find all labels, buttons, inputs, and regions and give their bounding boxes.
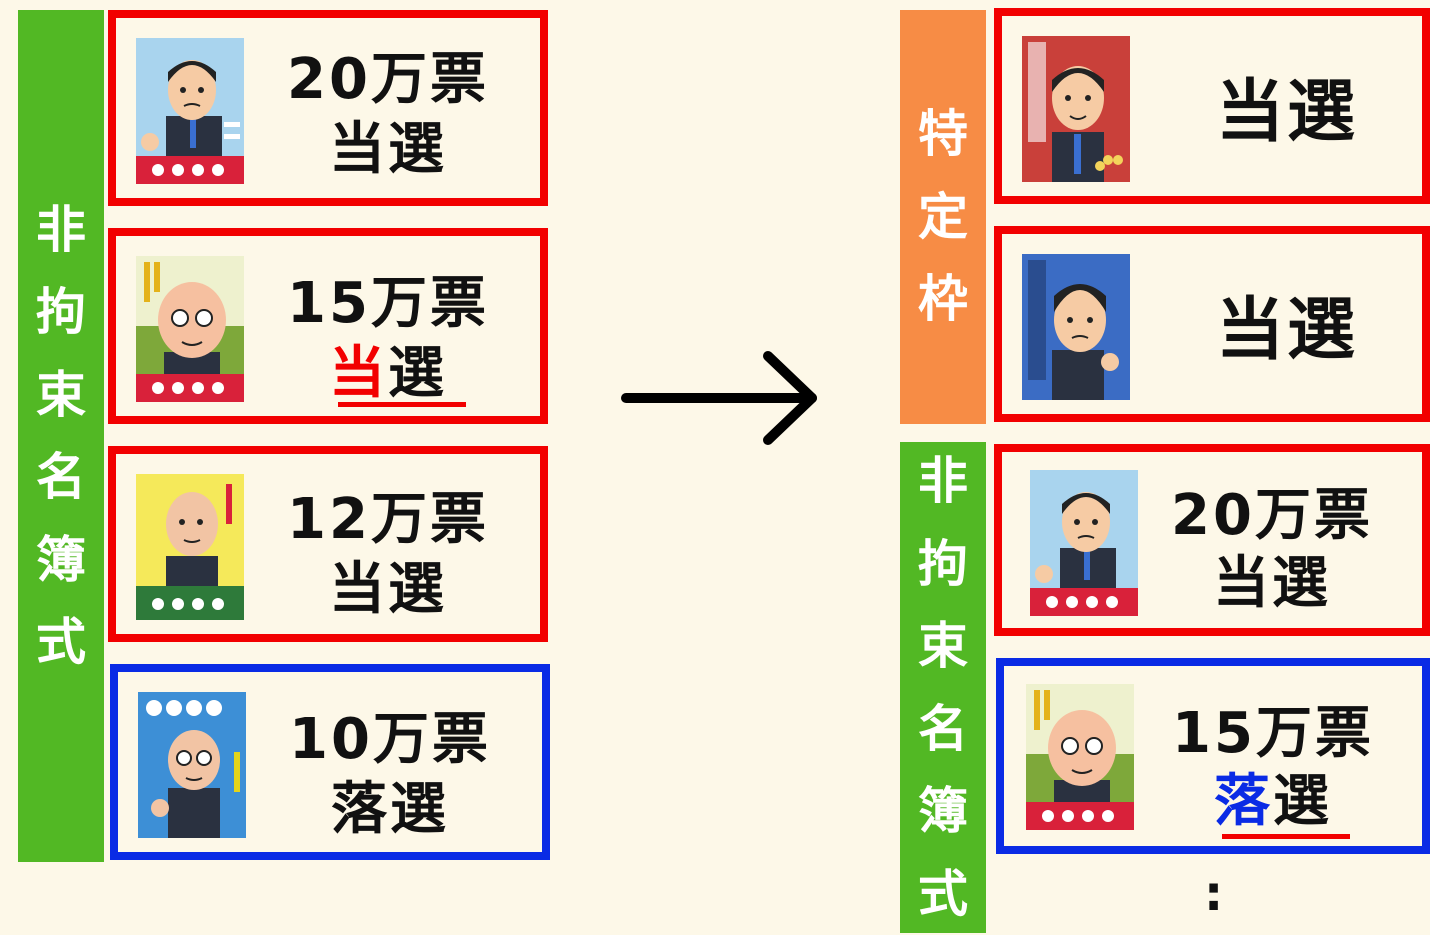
arrow-right-icon (620, 350, 825, 450)
vote-count: 10万票 (258, 706, 522, 773)
right-bottom-label-char: 非 (918, 440, 968, 523)
candidate-portrait-icon (138, 692, 246, 838)
left-card-3: 12万票 当選 (108, 446, 548, 642)
right-card-1: 当選 (994, 8, 1430, 204)
vote-count: 12万票 (256, 486, 520, 553)
vote-count: 15万票 (1144, 700, 1402, 767)
election-result: 落選 (258, 776, 522, 843)
vote-count: 20万票 (1142, 482, 1402, 549)
right-top-label-char: 枠 (918, 258, 968, 341)
right-card-3: 20万票 当選 (994, 444, 1430, 636)
election-result: 当選 (1142, 550, 1402, 617)
election-result: 当選 (256, 340, 520, 407)
left-label-char: 式 (36, 601, 86, 684)
left-card-1: 20万票 当選 (108, 10, 548, 206)
left-label-char: 束 (36, 354, 86, 437)
election-result: 当選 (1172, 72, 1402, 154)
election-result: 当選 (1172, 290, 1402, 372)
election-result: 当選 (256, 116, 520, 183)
vote-count: 15万票 (256, 270, 520, 337)
result-char: 選 (388, 341, 447, 406)
right-bottom-label-char: 拘 (918, 523, 968, 606)
right-bottom-label-char: 名 (918, 688, 968, 771)
election-result: 当選 (256, 556, 520, 623)
right-top-label-char: 特 (918, 93, 968, 176)
result-underline (338, 402, 466, 407)
left-label-char: 簿 (36, 519, 86, 602)
candidate-portrait-icon (136, 474, 244, 620)
candidate-portrait-icon (1022, 36, 1130, 182)
right-card-4: 15万票 落選 (996, 658, 1430, 854)
right-label-bar-bottom: 非 拘 束 名 簿 式 (900, 442, 986, 933)
continuation-dots: : (1204, 866, 1223, 922)
left-card-2: 15万票 当選 (108, 228, 548, 424)
right-card-2: 当選 (994, 226, 1430, 422)
candidate-portrait-icon (1030, 470, 1138, 616)
result-underline (1222, 834, 1350, 839)
result-char-highlight: 落 (1214, 769, 1273, 834)
vote-count: 20万票 (256, 46, 520, 113)
left-card-4: 10万票 落選 (110, 664, 550, 860)
left-label-char: 拘 (36, 271, 86, 354)
right-top-label-char: 定 (918, 176, 968, 259)
candidate-portrait-icon (136, 256, 244, 402)
right-label-bar-top: 特 定 枠 (900, 10, 986, 424)
left-label-bar: 非 拘 束 名 簿 式 (18, 10, 104, 862)
result-char-highlight: 当 (329, 341, 388, 406)
result-char: 選 (1273, 769, 1332, 834)
candidate-portrait-icon (1026, 684, 1134, 830)
left-label-char: 非 (36, 189, 86, 272)
election-result: 落選 (1144, 768, 1402, 835)
left-label-char: 名 (36, 436, 86, 519)
right-bottom-label-char: 簿 (918, 770, 968, 853)
candidate-portrait-icon (136, 38, 244, 184)
right-bottom-label-char: 式 (918, 853, 968, 935)
candidate-portrait-icon (1022, 254, 1130, 400)
right-bottom-label-char: 束 (918, 605, 968, 688)
